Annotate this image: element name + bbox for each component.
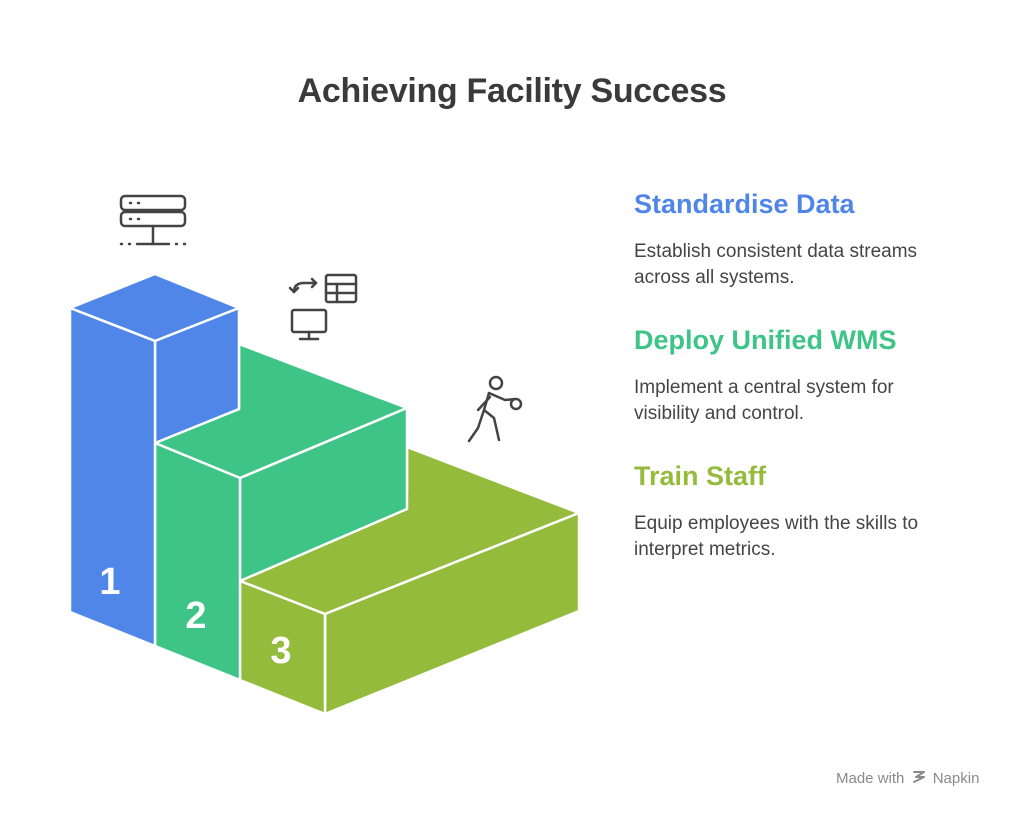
step-2-description: Implement a central system for visibilit… xyxy=(634,377,894,424)
step-2-block xyxy=(153,342,409,682)
step-3-block xyxy=(238,445,581,716)
made-with-label: Made with xyxy=(836,770,905,787)
step-3-title: Train Staff xyxy=(634,461,767,491)
step-1-block xyxy=(68,272,241,648)
system-sync-icon xyxy=(288,273,358,341)
napkin-logo-icon xyxy=(912,770,926,788)
step-1-description: Establish consistent data streams across… xyxy=(634,241,918,288)
server-icon xyxy=(119,194,187,246)
napkin-brand-label: Napkin xyxy=(932,770,980,787)
step-1-title: Standardise Data xyxy=(634,189,855,219)
step-2-number: 2 xyxy=(185,595,206,637)
step-1-number: 1 xyxy=(99,561,120,603)
page-title: Achieving Facility Success xyxy=(297,72,727,110)
step-3-description: Equip employees with the skills to inter… xyxy=(634,513,919,560)
made-with-napkin-badge[interactable]: Made with Napkin xyxy=(836,770,979,788)
person-training-icon xyxy=(467,375,523,443)
step-3-number: 3 xyxy=(270,630,291,672)
step-2-title: Deploy Unified WMS xyxy=(634,325,897,355)
